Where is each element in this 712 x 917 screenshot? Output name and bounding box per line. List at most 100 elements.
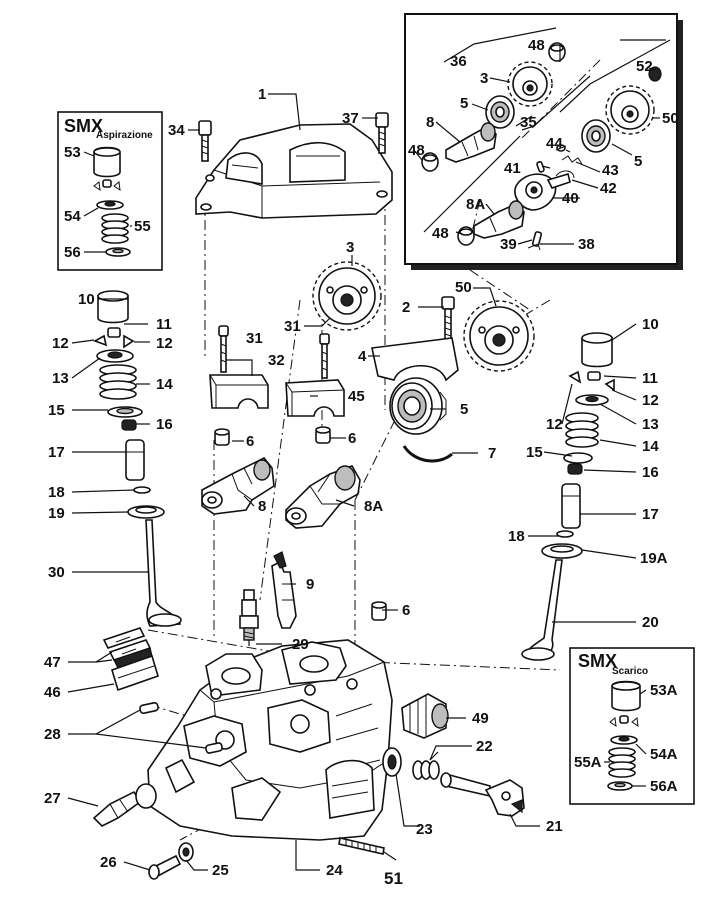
callout-2: 2 (402, 299, 410, 316)
callout-32: 32 (268, 352, 285, 369)
screw-34 (198, 120, 212, 162)
stud-51 (338, 837, 385, 855)
callout-36: 36 (450, 53, 467, 70)
callout-labels: 1 34 37 3 2 50 31 31 32 4 45 5 6 6 7 8 8… (44, 37, 679, 888)
callout-52: 52 (636, 58, 653, 75)
tensioner-49 (401, 693, 449, 739)
callout-31a: 31 (284, 318, 301, 335)
screw-31-left (218, 325, 229, 373)
callout-27: 27 (44, 790, 61, 807)
callout-53A: 53A (650, 682, 678, 699)
callout-15a: 15 (48, 402, 65, 419)
pin-28 (139, 701, 223, 754)
callout-48a: 48 (528, 37, 545, 54)
callout-26: 26 (100, 854, 117, 871)
callout-44: 44 (546, 135, 563, 152)
camshaft-8A (285, 465, 361, 529)
callout-12b: 12 (156, 335, 173, 352)
callout-54: 54 (64, 208, 81, 225)
callout-35: 35 (520, 114, 537, 131)
callout-48b: 48 (408, 142, 425, 159)
callout-19A: 19A (640, 550, 668, 567)
cylinder-head (147, 639, 393, 841)
callout-29: 29 (292, 636, 309, 653)
washer-23 (382, 747, 402, 777)
callout-43: 43 (602, 162, 619, 179)
callout-50a: 50 (455, 279, 472, 296)
callout-42: 42 (600, 180, 617, 197)
callout-22: 22 (476, 738, 493, 755)
callout-3: 3 (346, 239, 354, 256)
smx-intake-subtitle: Aspirazione (96, 130, 153, 141)
callout-9: 9 (306, 576, 314, 593)
callout-8A-inset: 8A (466, 196, 485, 213)
callout-24: 24 (326, 862, 343, 879)
decompressor-21 (440, 772, 525, 817)
smx-exhaust-subtitle: Scarico (612, 666, 648, 677)
callout-13b: 13 (642, 416, 659, 433)
inset-intake-box (57, 111, 163, 271)
callout-14b: 14 (642, 438, 659, 455)
callout-12c: 12 (642, 392, 659, 409)
smx-intake-parts (93, 146, 131, 257)
callout-28: 28 (44, 726, 61, 743)
callout-56: 56 (64, 244, 81, 261)
callout-11a: 11 (156, 316, 172, 333)
callout-38: 38 (578, 236, 595, 253)
callout-10b: 10 (642, 316, 659, 333)
callout-17b: 17 (642, 506, 659, 523)
callout-47: 47 (44, 654, 61, 671)
callout-41: 41 (504, 160, 521, 177)
callout-8-inset: 8 (426, 114, 434, 131)
callout-23: 23 (416, 821, 433, 838)
callout-6a: 6 (246, 433, 254, 450)
cam-cap-32 (209, 374, 269, 409)
callout-8: 8 (258, 498, 266, 515)
dowel-6-c (371, 601, 387, 621)
callout-12a: 12 (52, 335, 69, 352)
valve-cover (195, 123, 393, 219)
callout-6c: 6 (402, 602, 410, 619)
inset-timing-parts (421, 42, 662, 251)
bearing-cap-4 (371, 337, 459, 382)
inset-timing-box (404, 13, 683, 270)
dowel-6-a (214, 428, 230, 446)
callout-19: 19 (48, 505, 65, 522)
callout-14a: 14 (156, 376, 173, 393)
callout-3-inset: 3 (480, 70, 488, 87)
dowel-6-b (315, 426, 331, 444)
screw-37 (375, 112, 389, 154)
callout-30: 30 (48, 564, 65, 581)
smx-exhaust-parts (607, 680, 641, 791)
bearing-5 (389, 377, 447, 435)
callout-13a: 13 (52, 370, 69, 387)
callout-45: 45 (348, 388, 365, 405)
gasket-47 (102, 627, 153, 669)
sensor-27 (92, 783, 157, 827)
camshaft-8 (201, 456, 275, 515)
bolt-2 (441, 296, 455, 346)
callout-49: 49 (472, 710, 489, 727)
callout-25: 25 (212, 862, 229, 879)
smx-exhaust-title: SMX (578, 651, 617, 671)
callout-40: 40 (562, 190, 579, 207)
callout-12d: 12 (546, 416, 563, 433)
circlip-7 (402, 445, 453, 463)
sprocket-3 (312, 261, 382, 331)
callout-5-inset-b: 5 (634, 153, 642, 170)
spark-plug-cap-9 (271, 551, 297, 629)
callout-20: 20 (642, 614, 659, 631)
callout-34: 34 (168, 122, 185, 139)
screw-31-right (319, 333, 330, 379)
callout-51: 51 (384, 869, 403, 888)
callout-48c: 48 (432, 225, 449, 242)
spark-plug-29 (239, 589, 259, 646)
callout-53: 53 (64, 144, 81, 161)
callout-50b: 50 (662, 110, 679, 127)
callout-21: 21 (546, 818, 563, 835)
callout-39: 39 (500, 236, 517, 253)
callout-46: 46 (44, 684, 61, 701)
callout-5: 5 (460, 401, 468, 418)
sprocket-50 (463, 300, 535, 372)
